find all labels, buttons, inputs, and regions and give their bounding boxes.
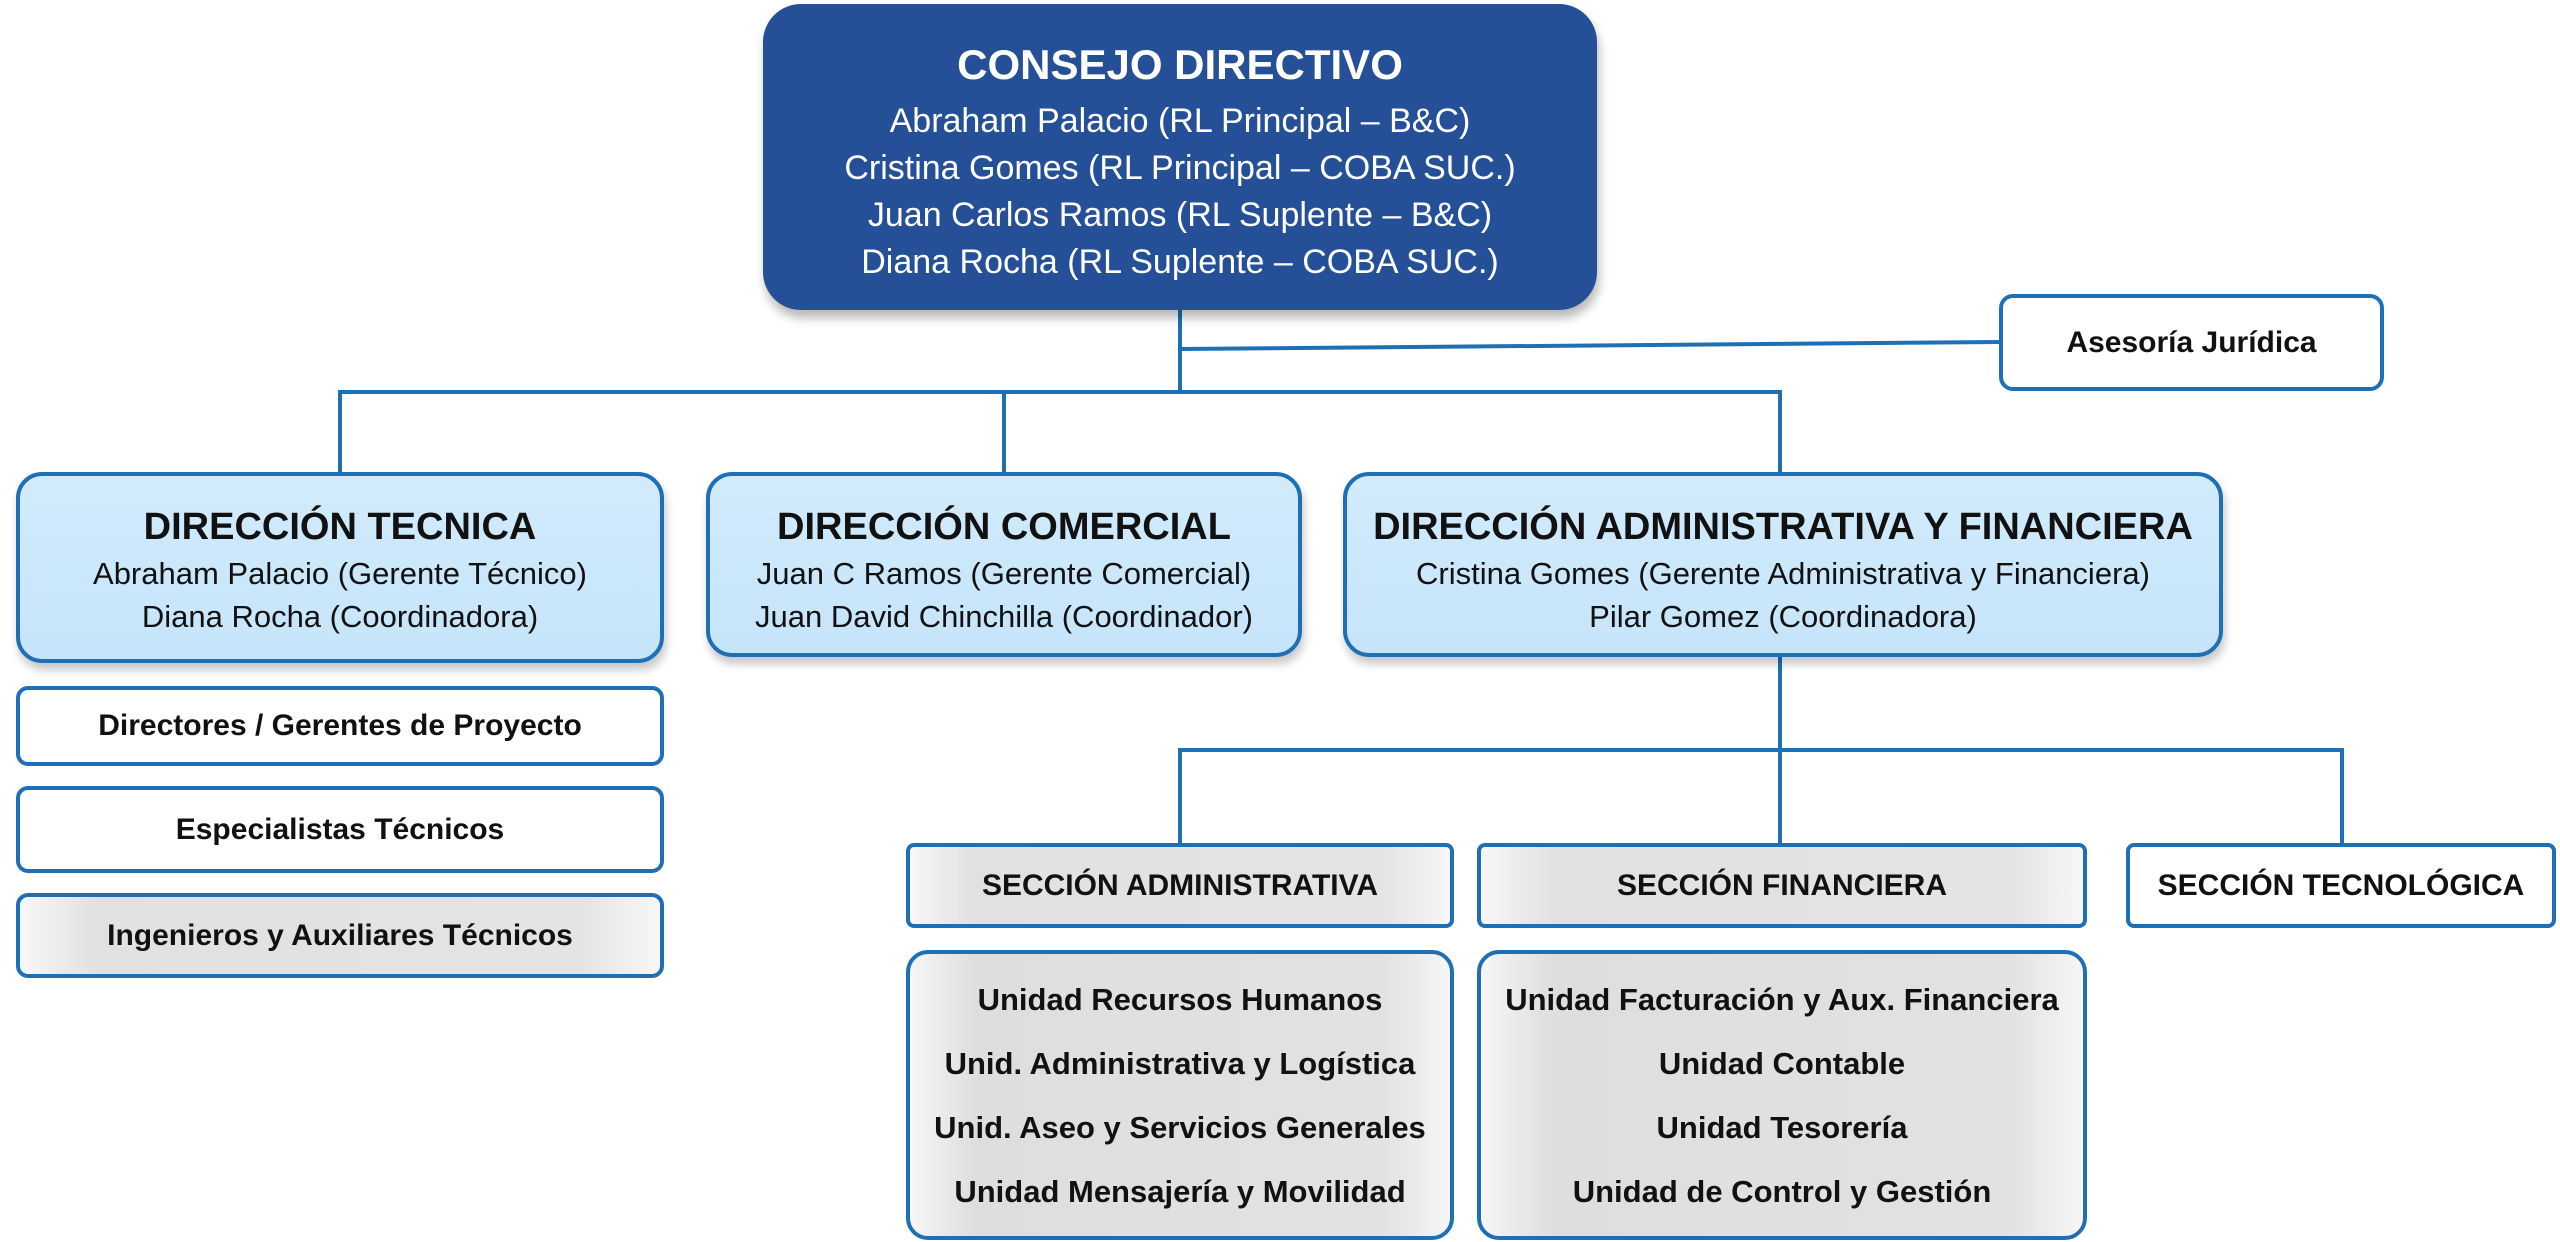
sec-fin-title: SECCIÓN FINANCIERA <box>1616 868 1947 902</box>
board-title: CONSEJO DIRECTIVO <box>957 41 1403 88</box>
board-box: CONSEJO DIRECTIVO Abraham Palacio (RL Pr… <box>763 4 1597 310</box>
sec-fin-box: SECCIÓN FINANCIERA <box>1477 843 2087 928</box>
tecnica-title: DIRECCIÓN TECNICA <box>143 506 537 548</box>
tecnica-sub-label: Ingenieros y Auxiliares Técnicos <box>107 918 573 952</box>
unit-item: Unid. Aseo y Servicios Generales <box>934 1110 1426 1145</box>
sec-admin-units: Unidad Recursos Humanos Unid. Administra… <box>906 950 1454 1240</box>
comercial-title: DIRECCIÓN COMERCIAL <box>777 506 1231 548</box>
tecnica-sub-label: Directores / Gerentes de Proyecto <box>98 709 582 742</box>
tecnica-sub-ingenieros: Ingenieros y Auxiliares Técnicos <box>16 893 664 978</box>
adminfin-title: DIRECCIÓN ADMINISTRATIVA Y FINANCIERA <box>1373 506 2193 548</box>
unit-item: Unidad Tesorería <box>1656 1110 1908 1145</box>
connector-board-legal <box>1179 340 2001 351</box>
legal-label: Asesoría Jurídica <box>2066 325 2317 359</box>
sec-admin-box: SECCIÓN ADMINISTRATIVA <box>906 843 1454 928</box>
sec-fin-units: Unidad Facturación y Aux. Financiera Uni… <box>1477 950 2087 1240</box>
tecnica-sub-label: Especialistas Técnicos <box>175 812 505 846</box>
board-member: Abraham Palacio (RL Principal – B&C) <box>889 102 1471 140</box>
comercial-box: DIRECCIÓN COMERCIAL Juan C Ramos (Gerent… <box>706 472 1302 657</box>
board-member: Juan Carlos Ramos (RL Suplente – B&C) <box>867 196 1493 234</box>
board-member: Cristina Gomes (RL Principal – COBA SUC.… <box>844 149 1516 187</box>
unit-item: Unidad Contable <box>1658 1046 1906 1081</box>
sec-tec-box: SECCIÓN TECNOLÓGICA <box>2126 843 2556 928</box>
legal-box: Asesoría Jurídica <box>1999 294 2384 391</box>
adminfin-member: Pilar Gomez (Coordinadora) <box>1589 599 1977 634</box>
tecnica-box: DIRECCIÓN TECNICA Abraham Palacio (Geren… <box>16 472 664 663</box>
sec-admin-title: SECCIÓN ADMINISTRATIVA <box>981 868 1379 902</box>
tecnica-member: Abraham Palacio (Gerente Técnico) <box>93 556 587 591</box>
unit-item: Unidad Recursos Humanos <box>977 982 1383 1017</box>
unit-item: Unidad Mensajería y Movilidad <box>954 1174 1406 1209</box>
tecnica-sub-directores: Directores / Gerentes de Proyecto <box>16 686 664 766</box>
sec-tec-title: SECCIÓN TECNOLÓGICA <box>2157 868 2525 902</box>
tecnica-member: Diana Rocha (Coordinadora) <box>141 599 539 634</box>
comercial-member: Juan C Ramos (Gerente Comercial) <box>756 556 1252 591</box>
adminfin-box: DIRECCIÓN ADMINISTRATIVA Y FINANCIERA Cr… <box>1343 472 2223 657</box>
unit-item: Unidad Facturación y Aux. Financiera <box>1505 982 2059 1017</box>
comercial-member: Juan David Chinchilla (Coordinador) <box>755 599 1253 634</box>
unit-item: Unidad de Control y Gestión <box>1572 1174 1992 1209</box>
unit-item: Unid. Administrativa y Logística <box>944 1046 1416 1081</box>
tecnica-sub-especialistas: Especialistas Técnicos <box>16 786 664 873</box>
board-member: Diana Rocha (RL Suplente – COBA SUC.) <box>861 243 1499 281</box>
adminfin-member: Cristina Gomes (Gerente Administrativa y… <box>1416 556 2150 591</box>
